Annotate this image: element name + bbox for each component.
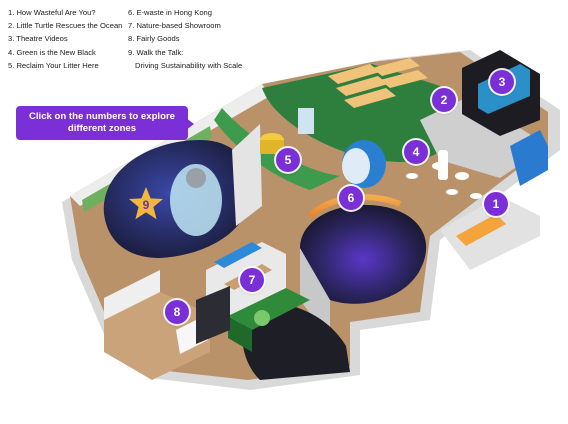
zone-marker-6[interactable]: 6 bbox=[339, 186, 363, 210]
wood-seating bbox=[328, 58, 428, 108]
zone-legend-left: 1. How Wasteful Are You? 2. Little Turtl… bbox=[8, 6, 128, 72]
legend-item-1[interactable]: 1. How Wasteful Are You? bbox=[8, 8, 96, 17]
zone-marker-2[interactable]: 2 bbox=[432, 88, 456, 112]
legend-item-6[interactable]: 6. E-waste in Hong Kong bbox=[128, 8, 213, 17]
legend-item-4[interactable]: 4. Green is the New Black bbox=[8, 47, 96, 57]
zone-marker-1[interactable]: 1 bbox=[484, 192, 508, 216]
green-new-black-4 bbox=[406, 150, 482, 199]
zone-marker-5[interactable]: 5 bbox=[276, 148, 300, 172]
callout-pointer bbox=[186, 118, 194, 130]
zone-marker-7[interactable]: 7 bbox=[240, 268, 264, 292]
green-floor-zone-2 bbox=[214, 64, 459, 190]
legend-item-7[interactable]: 7. Nature-based Showroom bbox=[128, 21, 221, 31]
legend-item-2[interactable]: 2. Little Turtle Rescues the Ocean bbox=[8, 21, 123, 31]
legend-item-9-subtitle[interactable]: Driving Sustainability with Scale bbox=[135, 60, 243, 70]
zone-marker-9-label: 9 bbox=[142, 198, 150, 212]
star-icon bbox=[129, 187, 163, 220]
zone-legend-right: 6. E-waste in Hong Kong 7. Nature-based … bbox=[128, 6, 278, 72]
green-display-panel bbox=[228, 288, 310, 352]
right-wing bbox=[420, 96, 548, 270]
instruction-callout: Click on the numbers to explore differen… bbox=[16, 106, 188, 140]
zone-marker-3[interactable]: 3 bbox=[490, 70, 514, 94]
dome-side-wall bbox=[232, 124, 262, 226]
zone-marker-9[interactable]: 9 bbox=[128, 186, 164, 222]
zone-marker-4[interactable]: 4 bbox=[404, 140, 428, 164]
blue-pod bbox=[342, 140, 386, 188]
legend-item-9[interactable]: 9. Walk the Talk: bbox=[128, 47, 184, 57]
legend-item-8[interactable]: 8. Fairly Goods bbox=[128, 34, 180, 44]
recycling-bins-5 bbox=[260, 108, 314, 154]
dome-room-9 bbox=[103, 140, 252, 258]
zone-marker-8[interactable]: 8 bbox=[165, 300, 189, 324]
legend-item-5[interactable]: 5. Reclaim Your Litter Here bbox=[8, 60, 99, 70]
legend-item-3[interactable]: 3. Theatre Videos bbox=[8, 34, 68, 44]
